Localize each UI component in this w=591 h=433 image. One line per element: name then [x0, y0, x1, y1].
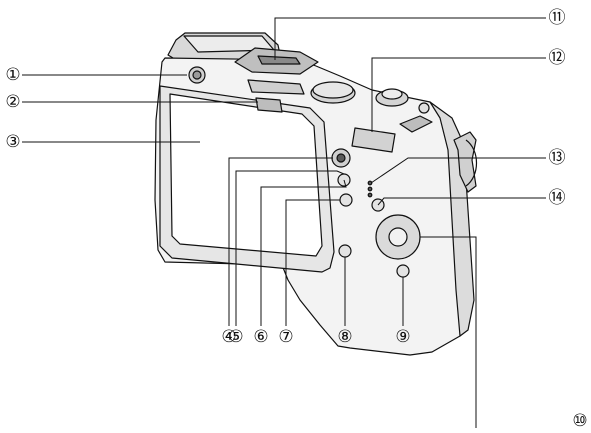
callout-12: ⑫ [549, 48, 566, 68]
speaker-hole [367, 186, 373, 192]
strap-ring [465, 139, 478, 187]
leader-line-4 [228, 157, 333, 326]
leader-line-14 [377, 197, 546, 206]
callout-6: ⑥ [253, 327, 268, 347]
accessory-port-cover [247, 79, 305, 95]
leader-lines [22, 17, 546, 428]
callout-1: ① [5, 65, 20, 85]
menu-button [338, 244, 352, 258]
delete-button [396, 264, 410, 278]
leader-line-7 [285, 199, 340, 326]
speaker-hole [367, 192, 373, 198]
callout-11: ⑪ [549, 8, 566, 28]
leader-line-10 [420, 236, 477, 428]
record-button [336, 153, 346, 163]
callout-8: ⑧ [337, 327, 352, 347]
leader-line-12 [371, 57, 546, 132]
callout-14: ⑭ [549, 188, 566, 208]
flash-tab [255, 97, 283, 113]
callout-5: ⑤ [228, 327, 243, 347]
power-switch [399, 115, 433, 133]
shutter-button [381, 88, 403, 100]
callout-13: ⑬ [549, 148, 566, 168]
ok-button [388, 227, 408, 247]
leader-line-6 [260, 179, 347, 326]
mode-dial-top [312, 81, 354, 99]
callout-9: ⑨ [395, 327, 410, 347]
callout-10: ⑩ [572, 411, 587, 431]
leader-line-5 [235, 170, 345, 326]
callout-2: ② [5, 92, 20, 112]
eye-sensor-lens [192, 70, 202, 80]
fn-button [339, 193, 353, 207]
camera-illustration [154, 32, 478, 356]
callout-3: ③ [5, 132, 20, 152]
leader-line-11 [274, 17, 546, 60]
hot-shoe-contacts [257, 55, 301, 65]
sub-dial [351, 127, 396, 153]
small-button-top [418, 102, 430, 114]
callout-labels: ① ② ③ ④ ⑤ ⑥ ⑦ ⑧ ⑨ ⑩ ⑪ ⑫ ⑬ ⑭ [5, 8, 587, 431]
monitor-screen [169, 93, 323, 257]
callout-4: ④ [221, 327, 236, 347]
callout-7: ⑦ [278, 327, 293, 347]
leader-line-13 [370, 157, 546, 184]
